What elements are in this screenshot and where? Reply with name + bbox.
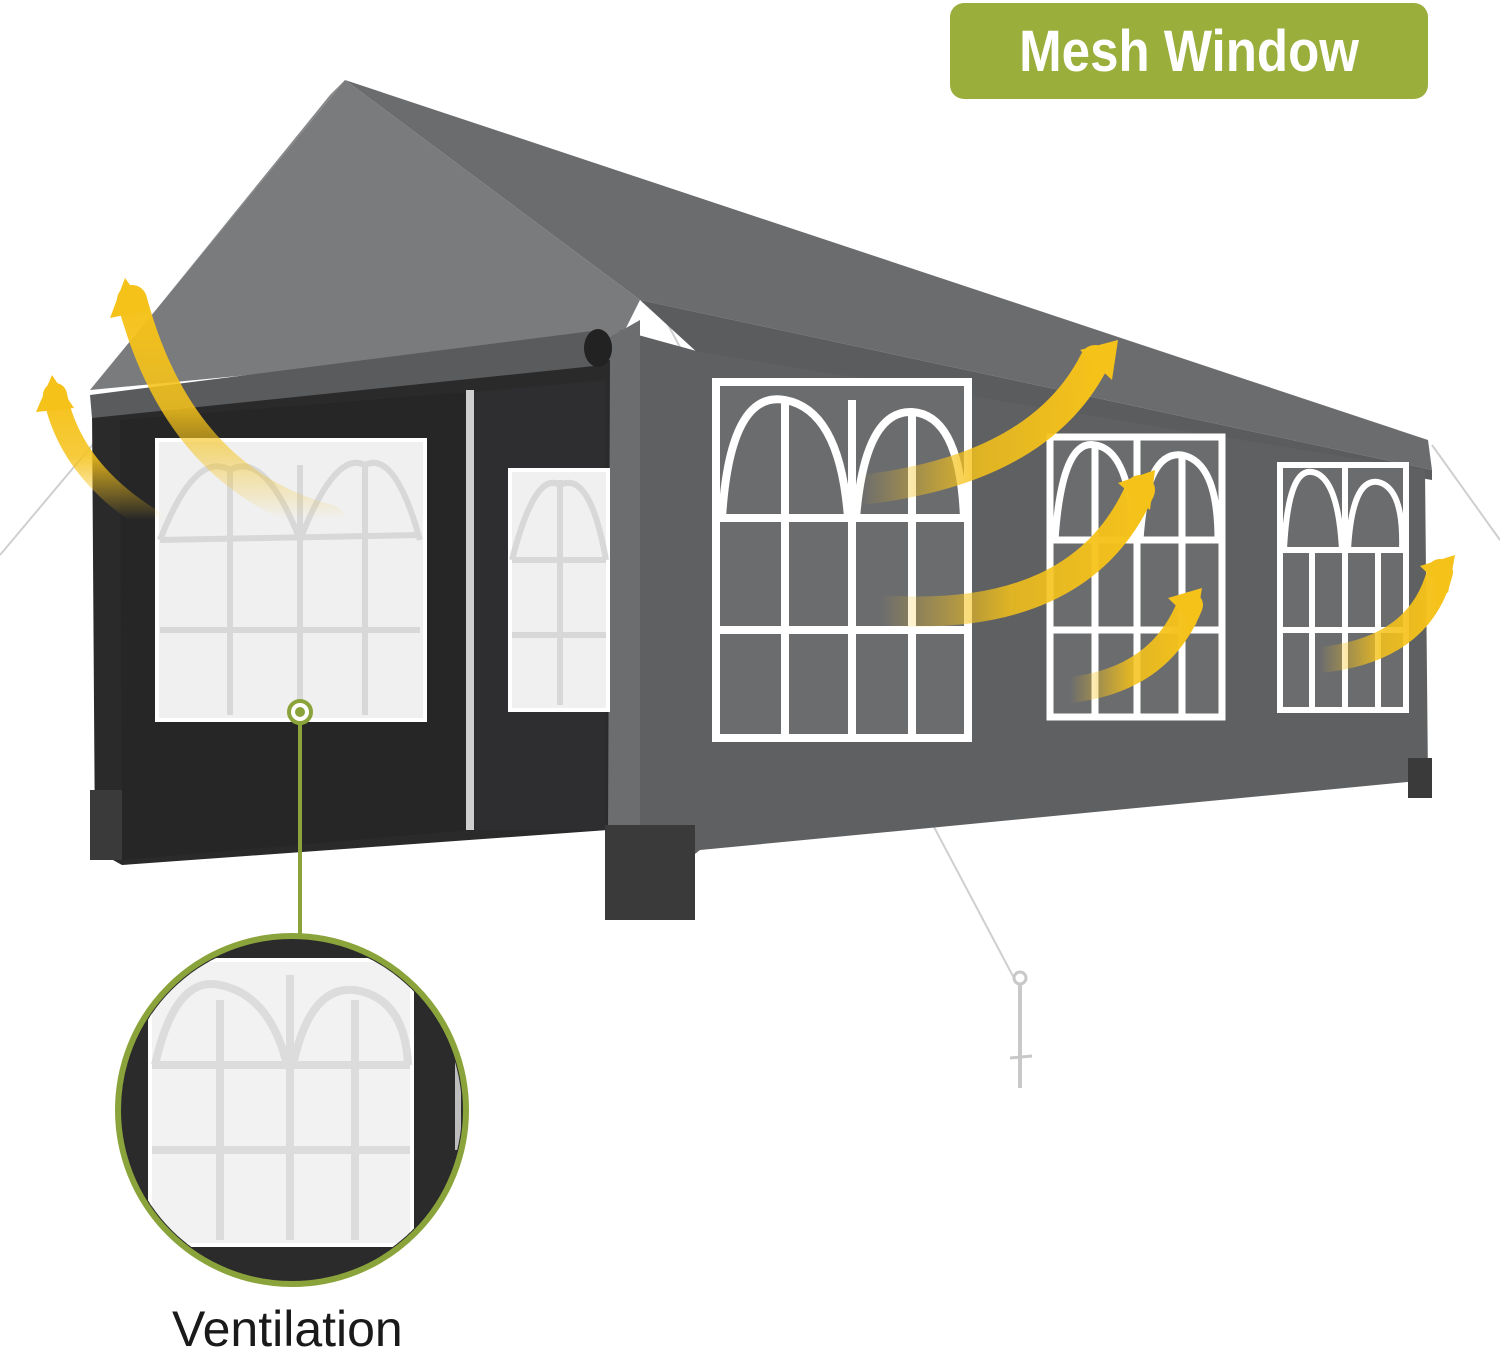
mesh-window-label: Mesh Window <box>1019 18 1359 84</box>
tent-gable <box>90 80 640 390</box>
front-window-left <box>155 438 427 722</box>
ventilation-zoom-circle <box>115 933 469 1287</box>
side-window-1 <box>712 378 972 742</box>
front-window-right <box>508 468 610 712</box>
ventilation-caption: Ventilation <box>172 1301 403 1357</box>
tent-roof <box>345 80 1432 480</box>
mesh-window-badge: Mesh Window <box>950 3 1428 99</box>
rolled-door <box>90 329 612 418</box>
airflow-arrows <box>36 278 1455 703</box>
side-window-3 <box>1277 462 1409 713</box>
callout-line <box>287 699 313 938</box>
ground-stake <box>1009 970 1033 1088</box>
